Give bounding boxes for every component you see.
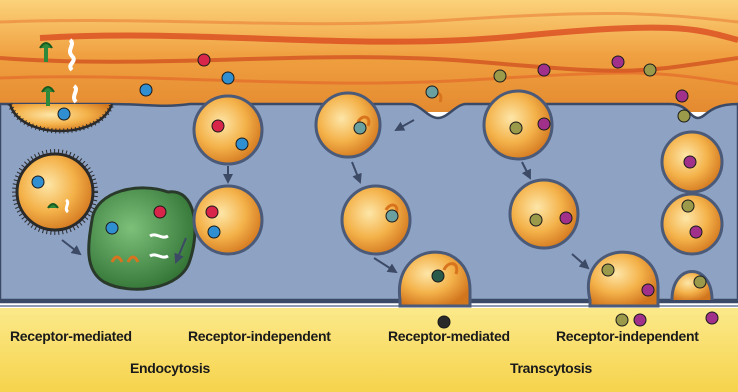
ligand-particle-icon	[494, 70, 506, 82]
vesicle	[194, 186, 262, 254]
vesicle	[194, 96, 262, 164]
ligand-particle-icon	[208, 226, 220, 238]
ligand-particle-icon	[530, 214, 542, 226]
ligand-particle-icon	[198, 54, 210, 66]
ligand-particle-icon	[616, 314, 628, 326]
ligand-particle-icon	[432, 270, 444, 282]
ligand-particle-icon	[206, 206, 218, 218]
ligand-particle-icon	[354, 122, 366, 134]
ligand-particle-icon	[510, 122, 522, 134]
ligand-particle-icon	[212, 120, 224, 132]
receptor-icon	[66, 200, 68, 212]
ligand-particle-icon	[106, 222, 118, 234]
ligand-particle-icon	[678, 110, 690, 122]
label-receptor-independent-endocytosis: Receptor-independent	[188, 328, 331, 344]
ligand-particle-icon	[642, 284, 654, 296]
ligand-particle-icon	[644, 64, 656, 76]
ligand-particle-icon	[560, 212, 572, 224]
lysosome	[89, 188, 195, 289]
ligand-particle-icon	[154, 206, 166, 218]
ligand-particle-icon	[694, 276, 706, 288]
ligand-particle-icon	[140, 84, 152, 96]
vesicle	[342, 186, 410, 254]
label-receptor-mediated-transcytosis: Receptor-mediated	[388, 328, 510, 344]
ligand-particle-icon	[426, 86, 438, 98]
ligand-particle-icon	[236, 138, 248, 150]
ligand-particle-icon	[706, 312, 718, 324]
ligand-particle-icon	[602, 264, 614, 276]
label-receptor-mediated-endocytosis: Receptor-mediated	[10, 328, 132, 344]
label-receptor-independent-transcytosis: Receptor-independent	[556, 328, 699, 344]
ligand-particle-icon	[676, 90, 688, 102]
ligand-particle-icon	[684, 156, 696, 168]
vesicle	[316, 93, 380, 157]
ligand-particle-icon	[612, 56, 624, 68]
group-label-transcytosis: Transcytosis	[510, 360, 592, 376]
ligand-particle-icon	[538, 64, 550, 76]
ligand-particle-icon	[538, 118, 550, 130]
ligand-particle-icon	[438, 316, 450, 328]
receptor-icon	[48, 204, 58, 208]
ligand-particle-icon	[222, 72, 234, 84]
ligand-particle-icon	[634, 314, 646, 326]
ligand-particle-icon	[58, 108, 70, 120]
fusing-vesicle	[588, 252, 658, 306]
ligand-particle-icon	[32, 176, 44, 188]
ligand-particle-icon	[386, 210, 398, 222]
group-label-endocytosis: Endocytosis	[130, 360, 210, 376]
ligand-particle-icon	[690, 226, 702, 238]
coated-vesicle	[17, 154, 93, 230]
ligand-particle-icon	[682, 200, 694, 212]
